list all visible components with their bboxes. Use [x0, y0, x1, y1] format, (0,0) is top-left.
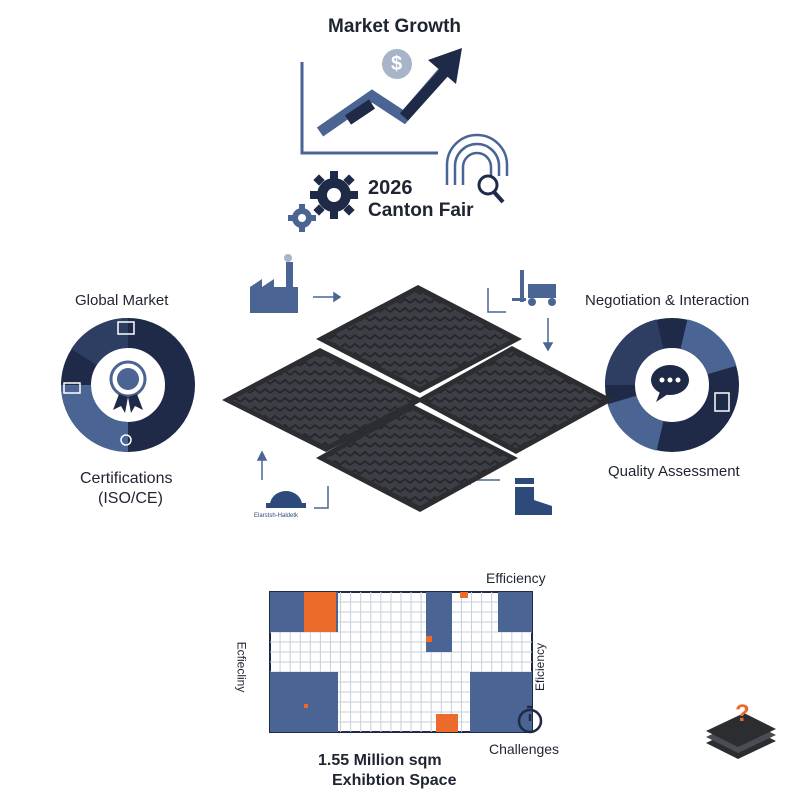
truck-icon	[63, 382, 81, 394]
efficiency-label-left: Ecfiecliny	[234, 641, 249, 693]
chat-bubble-icon	[651, 365, 689, 402]
brain-medal-icon	[109, 360, 147, 413]
gears-icon	[288, 171, 358, 232]
market-growth-title: Market Growth	[328, 16, 462, 37]
quality-assessment-label: Quality Assessment	[608, 463, 740, 480]
checklist-icon	[714, 392, 730, 412]
global-market-label: Global Market	[75, 292, 169, 309]
event-year: 2026	[368, 177, 413, 199]
person-badge-icon	[120, 434, 132, 446]
efficiency-label-right: Eficiency	[533, 642, 548, 692]
global-market-ring	[61, 317, 195, 452]
certifications-sublabel: (ISO/CE)	[98, 490, 163, 507]
exhibition-space-line1: 1.55 Million sqm	[318, 752, 442, 769]
challenges-label: Challenges	[489, 741, 560, 757]
negotiation-label: Negotiation & Interaction	[585, 292, 750, 309]
flow-arrows	[256, 288, 554, 509]
question-mark-icon: ?	[735, 700, 750, 727]
forklift-icon	[512, 270, 556, 306]
exhibition-floor-grid	[269, 591, 533, 733]
growth-chart-icon	[300, 48, 462, 155]
safety-boot-icon	[515, 478, 552, 515]
helmet-caption: Elarstsh-Haldetk	[254, 513, 299, 519]
certificate-icon	[117, 321, 135, 335]
negotiation-cycle-ring	[604, 318, 739, 452]
magnet-search-icon	[445, 133, 509, 204]
dollar-symbol: $	[391, 53, 403, 75]
hardhat-icon	[266, 491, 306, 508]
factory-icon	[250, 254, 298, 313]
efficiency-label-top: Efficiency	[486, 570, 546, 586]
exhibition-space-line2: Exhibtion Space	[332, 772, 457, 789]
certifications-label: Certifications	[80, 470, 173, 487]
event-name: Canton Fair	[368, 200, 474, 221]
stopwatch-icon	[517, 705, 543, 734]
rubber-floor-tiles	[222, 285, 614, 512]
